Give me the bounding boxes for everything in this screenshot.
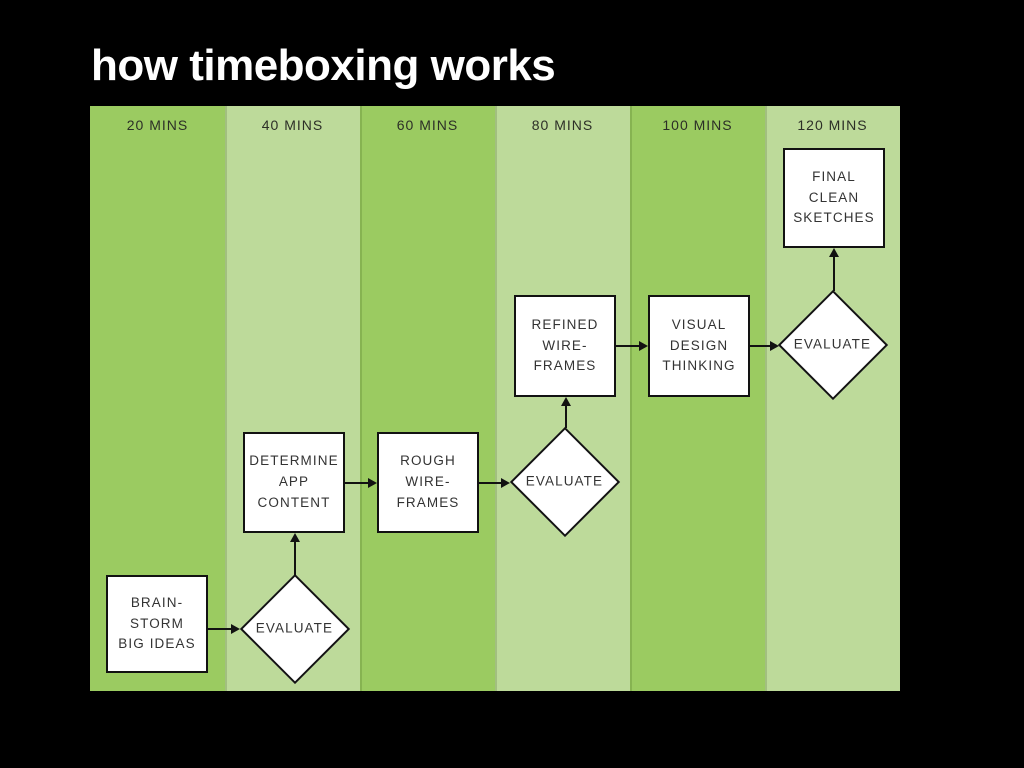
arrow-head-icon xyxy=(770,341,779,351)
arrow-shaft xyxy=(294,539,296,575)
arrow-head-icon xyxy=(561,397,571,406)
arrow-head-icon xyxy=(829,248,839,257)
arrow-refined-to-visual xyxy=(616,340,648,352)
arrow-shaft xyxy=(565,403,567,428)
arrow-evaluate-1-to-determine xyxy=(289,533,301,575)
node-label: REFINED WIRE- FRAMES xyxy=(531,316,599,374)
arrow-brainstorm-to-evaluate-1 xyxy=(208,623,240,635)
column-header: 60 MINS xyxy=(396,117,459,133)
flow-node-determine-app-content: DETERMINE APP CONTENT xyxy=(243,432,345,533)
node-label: VISUAL DESIGN THINKING xyxy=(662,316,736,374)
node-label: EVALUATE xyxy=(256,620,334,636)
arrow-head-icon xyxy=(501,478,510,488)
arrow-head-icon xyxy=(639,341,648,351)
column-header: 100 MINS xyxy=(662,117,733,133)
arrow-head-icon xyxy=(290,533,300,542)
node-label: EVALUATE xyxy=(794,336,872,352)
arrow-shaft xyxy=(345,482,371,484)
arrow-determine-to-rough xyxy=(345,477,377,489)
flow-node-final-clean-sketches: FINAL CLEAN SKETCHES xyxy=(783,148,885,248)
arrow-shaft xyxy=(833,254,835,291)
timeline-column-100-mins: 100 MINS xyxy=(630,106,765,691)
node-label: BRAIN- STORM BIG IDEAS xyxy=(118,594,196,652)
arrow-shaft xyxy=(616,345,642,347)
column-header: 40 MINS xyxy=(261,117,324,133)
flow-node-visual-design-thinking: VISUAL DESIGN THINKING xyxy=(648,295,750,397)
arrow-evaluate-2-to-refined xyxy=(560,397,572,428)
flow-node-brainstorm-big-ideas: BRAIN- STORM BIG IDEAS xyxy=(106,575,208,673)
arrow-head-icon xyxy=(231,624,240,634)
arrow-evaluate-3-to-final xyxy=(828,248,840,291)
timeboxing-diagram: 20 MINS 40 MINS 60 MINS 80 MINS 100 MINS… xyxy=(90,106,900,691)
arrow-shaft xyxy=(479,482,504,484)
column-header: 20 MINS xyxy=(126,117,189,133)
node-label: EVALUATE xyxy=(526,473,604,489)
node-label: DETERMINE APP CONTENT xyxy=(249,453,339,510)
timeline-column-60-mins: 60 MINS xyxy=(360,106,495,691)
node-label: FINAL CLEAN SKETCHES xyxy=(793,168,875,226)
flow-node-refined-wireframes: REFINED WIRE- FRAMES xyxy=(514,295,616,397)
column-header: 120 MINS xyxy=(797,117,868,133)
node-label: ROUGH WIRE- FRAMES xyxy=(396,453,460,510)
slide-title: how timeboxing works xyxy=(91,41,556,90)
arrow-head-icon xyxy=(368,478,377,488)
flow-node-rough-wireframes: ROUGH WIRE- FRAMES xyxy=(377,432,479,533)
column-header: 80 MINS xyxy=(531,117,594,133)
arrow-shaft xyxy=(208,628,234,630)
arrow-shaft xyxy=(750,345,773,347)
arrow-rough-to-evaluate-2 xyxy=(479,477,510,489)
arrow-visual-to-evaluate-3 xyxy=(750,340,779,352)
